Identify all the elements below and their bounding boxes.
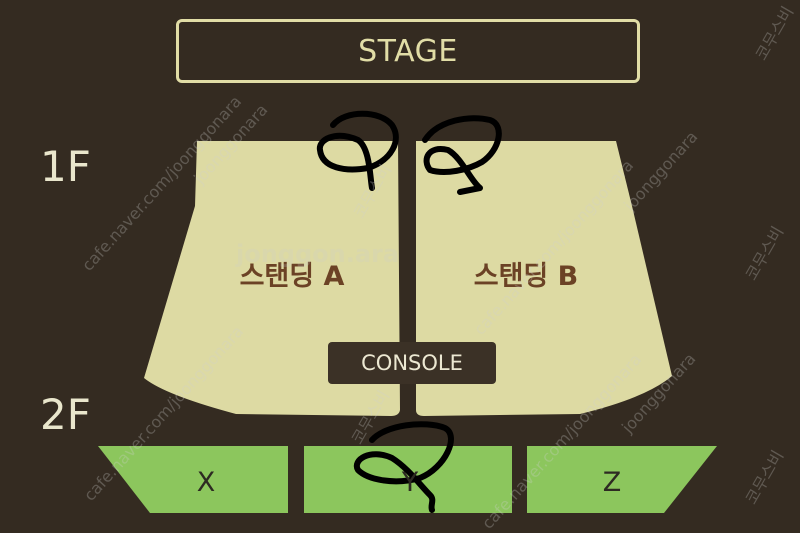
stage: STAGE [176, 19, 640, 83]
handwritten-marks [316, 110, 502, 513]
seat-z-label: Z [602, 467, 622, 498]
seat-y-label: Y [401, 467, 419, 498]
seat-x-label: X [196, 467, 216, 498]
seat-section-x[interactable] [98, 446, 288, 513]
console-label: CONSOLE [361, 351, 463, 375]
mark-seat-y [353, 421, 454, 513]
watermark-center: jonggon.ara [236, 240, 400, 268]
floor-label-1f: 1F [40, 142, 91, 191]
console: CONSOLE [328, 342, 496, 384]
standing-b-label: 스탠딩 B [473, 261, 579, 292]
standing-a-label: 스탠딩 A [239, 261, 345, 292]
stage-label: STAGE [358, 33, 458, 69]
mark-zone-b [422, 115, 502, 195]
seat-section-z[interactable] [527, 446, 717, 513]
floor-label-2f: 2F [40, 390, 91, 439]
mark-zone-a [316, 110, 399, 191]
